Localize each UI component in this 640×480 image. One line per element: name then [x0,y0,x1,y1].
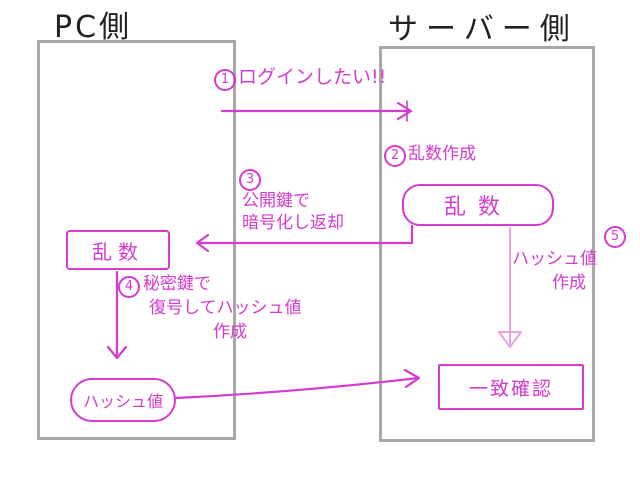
step-5-line-2: 作成 [552,273,586,293]
pc-random-number-box: 乱数 [66,230,170,270]
step-3-text: 公開鍵で 暗号化し返却 [242,190,344,234]
step-5-text: ハッシュ値 作成 [512,247,597,295]
server-random-number-box: 乱数 [402,184,554,226]
step-1-number: 1 [214,69,236,91]
server-side-title: サーバー側 [388,12,578,47]
step-2-number: 2 [384,145,406,167]
step-4-line-3: 作成 [213,322,247,342]
step-4-text: 秘密鍵で 復号してハッシュ値 作成 [143,272,302,344]
step-3-number: 3 [239,169,261,191]
step-4-number-wrap: 4 [118,275,142,298]
match-check-box: 一致確認 [438,364,584,410]
step-2-text: 乱数作成 [408,144,476,164]
step-4-line-1: 秘密鍵で [143,274,211,294]
step-5-line-1: ハッシュ値 [512,249,597,269]
pc-side-title: PC側 [54,10,133,45]
step-4-number: 4 [118,276,140,298]
step-3-number-wrap: 3 [239,168,263,191]
step-1-text: ログインしたい!! [238,66,387,88]
step-3-line-2: 暗号化し返却 [242,213,344,233]
step-5-number: 5 [604,226,626,248]
step-5-number-wrap: 5 [604,225,628,248]
step-3-line-1: 公開鍵で [242,191,310,211]
step-4-line-2: 復号してハッシュ値 [149,298,302,318]
pc-hash-value-box: ハッシュ値 [70,378,176,422]
